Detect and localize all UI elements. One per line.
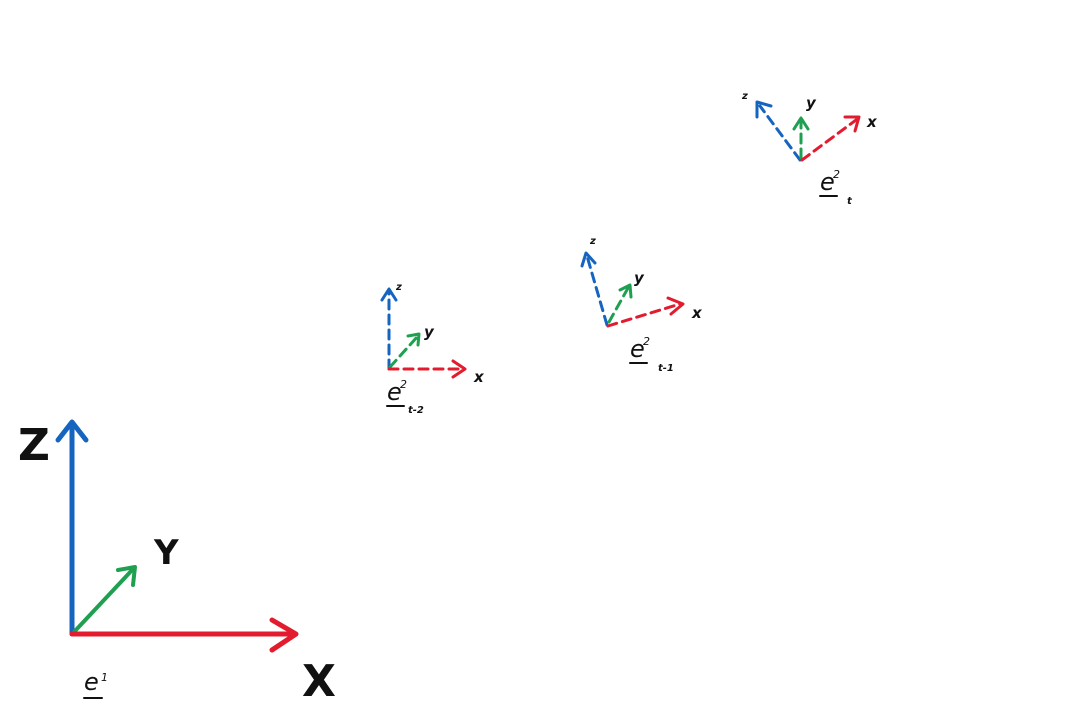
frame-t-minus-1-z-axis-label: z [589, 236, 596, 247]
world-frame-letter: e [84, 668, 99, 696]
frame-t-minus-1-x-axis-arrow [606, 296, 685, 328]
frame-t-minus-1-subscript: t-1 [658, 363, 674, 374]
frame-t-minus-2-z-axis-label: z [395, 282, 402, 293]
body-frame-t-minus-2: z y x e 2 t-2 [380, 282, 485, 416]
frame-t-label: e 2 t [819, 168, 853, 207]
frame-t-minus-1-z-axis-arrow [580, 251, 609, 327]
frame-t-minus-2-x-axis-label: x [473, 368, 485, 386]
frame-t-minus-2-x-axis-arrow [387, 359, 467, 379]
frame-t-minus-1-label: e 2 t-1 [629, 335, 674, 374]
frame-t-z-axis-label: z [741, 91, 748, 102]
frame-t-minus-2-superscript: 2 [400, 378, 407, 391]
frame-t-minus-2-y-axis-label: y [424, 323, 435, 341]
frame-t-minus-1-y-axis-label: y [634, 269, 645, 287]
frame-t-y-axis-arrow [792, 116, 810, 160]
frame-t-superscript: 2 [833, 168, 840, 181]
body-frame-t: z y x e 2 t [741, 91, 878, 207]
frame-t-x-axis-arrow [800, 115, 861, 162]
world-z-axis-arrow [55, 419, 89, 637]
frame-t-y-axis-label: y [806, 94, 817, 112]
world-frame-label: e 1 [83, 668, 108, 699]
world-frame: Z Y X e 1 [18, 419, 336, 707]
frame-t-minus-2-letter: e [387, 378, 402, 406]
world-y-axis-arrow [72, 565, 137, 634]
frame-t-minus-1-superscript: 2 [643, 335, 650, 348]
frame-t-minus-1-x-axis-label: x [691, 304, 703, 322]
world-y-axis-label: Y [153, 533, 179, 573]
frame-t-subscript: t [847, 196, 853, 207]
frame-t-minus-2-label: e 2 t-2 [386, 378, 424, 416]
frame-t-letter: e [820, 168, 835, 196]
frame-t-minus-1-y-axis-arrow [607, 283, 633, 324]
frame-t-x-axis-label: x [866, 113, 878, 131]
frame-t-minus-2-y-axis-arrow [388, 332, 421, 369]
world-x-axis-arrow [69, 617, 299, 653]
frame-t-minus-1-letter: e [630, 335, 645, 363]
frame-t-minus-2-subscript: t-2 [408, 405, 424, 416]
frame-t-z-axis-arrow [755, 100, 802, 162]
world-x-axis-label: X [302, 656, 336, 707]
world-z-axis-label: Z [18, 420, 50, 471]
world-frame-superscript: 1 [101, 671, 108, 684]
frame-t-minus-2-z-axis-arrow [380, 287, 398, 371]
body-frame-t-minus-1: z y x e 2 t-1 [580, 236, 703, 374]
